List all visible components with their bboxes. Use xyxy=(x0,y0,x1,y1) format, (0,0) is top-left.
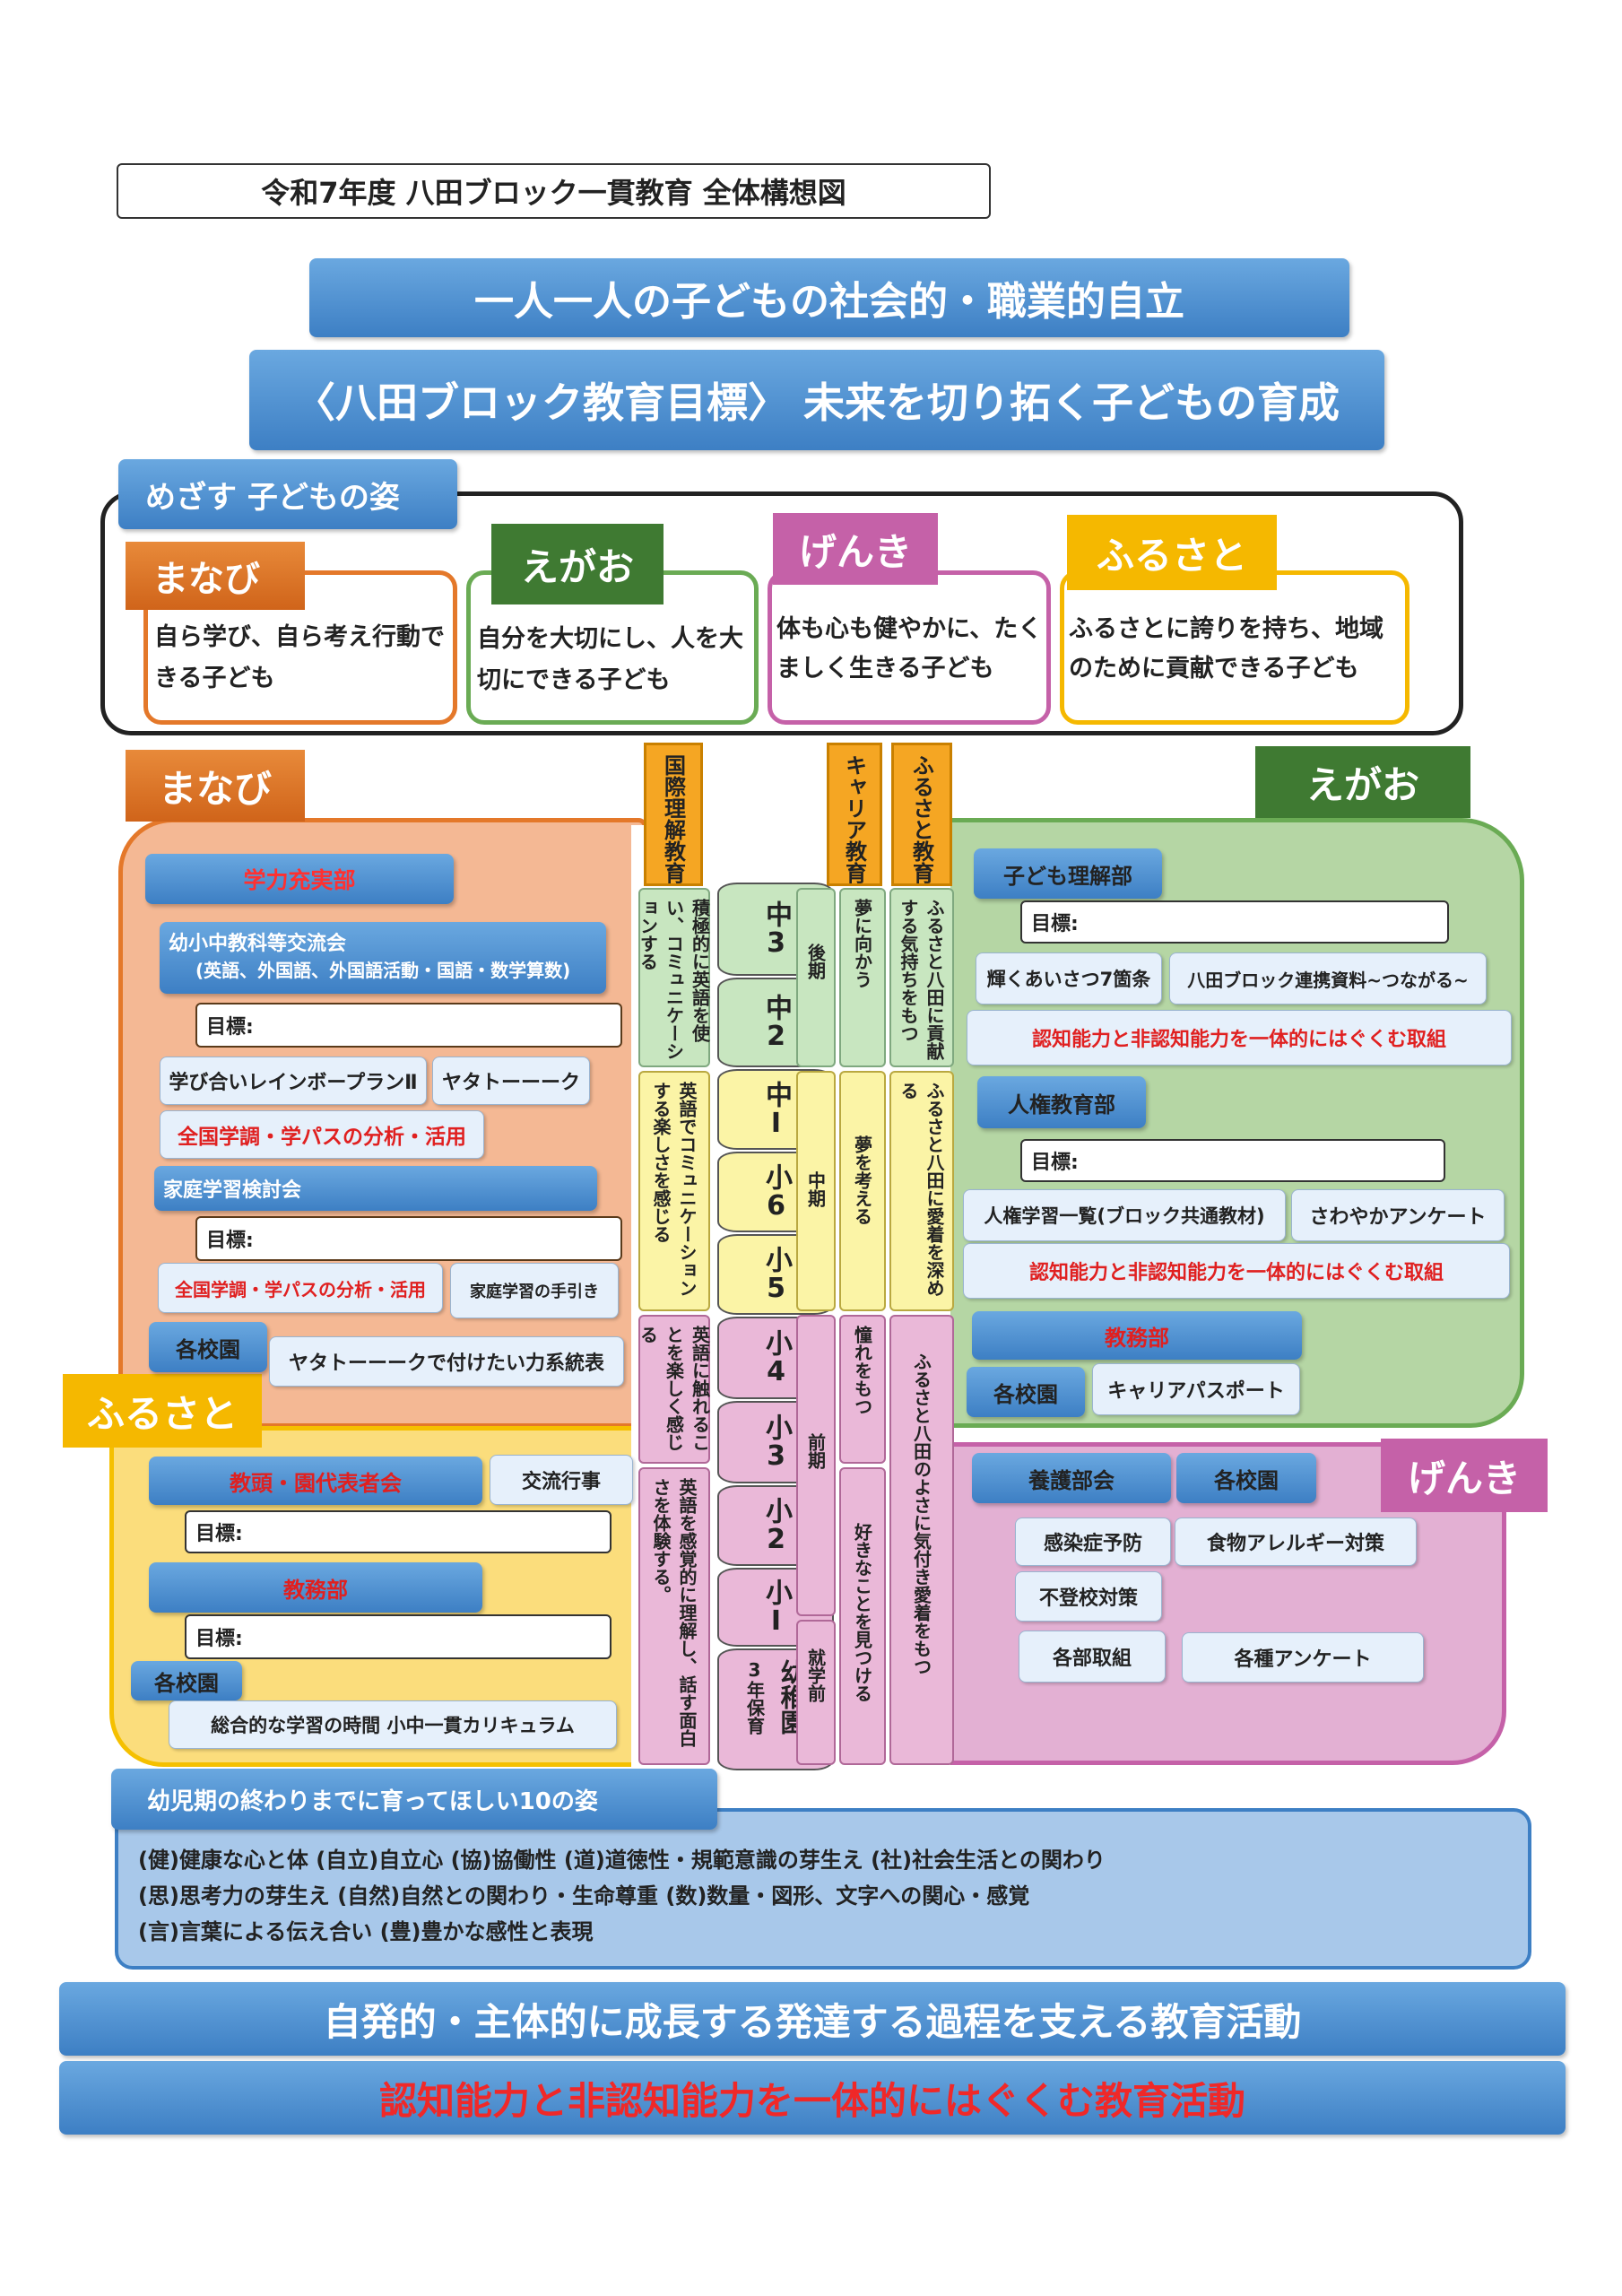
kokusai-cell-3: 英語に触れることを楽しく感じる xyxy=(638,1315,711,1464)
manabi-koryu-sub: (英語、外国語、外国語活動・国語・数学算数) xyxy=(195,960,571,981)
aim-tag-genki: げんき xyxy=(773,513,938,585)
period-preschool: 就学前 xyxy=(796,1620,836,1765)
furusato-cell-3: ふるさと八田のよさに気付き愛着をもつ xyxy=(889,1315,954,1765)
manabi-koryu: 幼小中教科等交流会 xyxy=(169,933,347,955)
manabi-goal-field[interactable]: 目標: xyxy=(195,1003,622,1048)
manabi-zenkoku: 全国学調・学パスの分析・活用 xyxy=(160,1110,484,1159)
manabi-yatato: ヤタトーーーク xyxy=(432,1057,590,1105)
genki-kakubu: 各部取組 xyxy=(1019,1631,1166,1683)
manabi-katei: 家庭学習検討会 xyxy=(154,1166,597,1211)
manabi-goal-field-2[interactable]: 目標: xyxy=(195,1216,622,1261)
manabi-koryu-box: 幼小中教科等交流会 (英語、外国語、外国語活動・国語・数学算数) xyxy=(160,922,606,994)
manabi-yatato-2: ヤタトーーークで付けたい力系統表 xyxy=(269,1336,624,1387)
genki-allergy: 食物アレルギー対策 xyxy=(1175,1518,1417,1566)
aims-label: めざす 子どもの姿 xyxy=(118,459,457,529)
genki-yogo: 養護部会 xyxy=(972,1453,1171,1503)
aims-frame xyxy=(100,491,1463,735)
footer-banner-2: 認知能力と非認知能力を一体的にはぐくむ教育活動 xyxy=(59,2061,1566,2135)
sugata-box: (健)健康な心と体 (自立)自立心 (協)協働性 (道)道徳性・規範意識の芽生え… xyxy=(115,1808,1531,1970)
footer-banner-1: 自発的・主体的に成長する発達する過程を支える教育活動 xyxy=(59,1982,1566,2056)
furusato-cell-2: ふるさと八田に愛着を深める xyxy=(889,1071,954,1311)
period-early: 前期 xyxy=(796,1315,836,1616)
egao-kodomo: 子ども理解部 xyxy=(974,848,1162,899)
furusato-kyomu: 教務部 xyxy=(149,1562,482,1613)
egao-renkei: 八田ブロック連携資料~つながる~ xyxy=(1169,952,1487,1004)
colhead-kokusai: 国際理解教育 xyxy=(644,743,703,886)
sugata-label: 幼児期の終わりまでに育ってほしい10の姿 xyxy=(111,1769,717,1830)
furusato-koryu-gyoji: 交流行事 xyxy=(490,1455,633,1505)
egao-goal-field[interactable]: 目標: xyxy=(1020,900,1449,944)
career-cell-2: 夢を考える xyxy=(839,1071,886,1311)
aim-text-genki: 体も心も健やかに、たくましく生きる子ども xyxy=(776,615,1043,683)
genki-kansen: 感染症予防 xyxy=(1015,1518,1171,1566)
egao-jinken-ichiran: 人権学習一覧(ブロック共通教材) xyxy=(963,1189,1286,1241)
egao-kyomu: 教務部 xyxy=(972,1311,1302,1360)
aim-text-manabi: 自ら学び、自ら考え行動できる子ども xyxy=(154,623,445,692)
egao-ninchi: 認知能力と非認知能力を一体的にはぐくむ取組 xyxy=(967,1010,1512,1065)
furusato-cell-1: ふるさと八田に貢献する気持ちをもつ xyxy=(889,888,954,1067)
banner-goal: 〈八田ブロック教育目標〉 未来を切り拓く子どもの育成 xyxy=(249,350,1384,450)
furusato-kakuen: 各校園 xyxy=(131,1661,242,1700)
period-late: 後期 xyxy=(796,888,836,1067)
egao-jinken: 人権教育部 xyxy=(977,1076,1146,1128)
egao-goal-field-2[interactable]: 目標: xyxy=(1020,1139,1445,1182)
period-middle: 中期 xyxy=(796,1071,836,1311)
manabi-zenkoku-2: 全国学調・学パスの分析・活用 xyxy=(158,1263,443,1313)
genki-anketo: 各種アンケート xyxy=(1182,1632,1424,1683)
sugata-line-1: (健)健康な心と体 (自立)自立心 (協)協働性 (道)道徳性・規範意識の芽生え… xyxy=(138,1848,1106,1873)
career-cell-3: 憧れをもつ xyxy=(839,1315,886,1464)
manabi-gakuryoku: 学力充実部 xyxy=(145,854,454,904)
kokusai-cell-1: 積極的に英語を使い、コミュニケーションする xyxy=(638,888,711,1067)
colhead-career: キャリア教育 xyxy=(827,743,882,886)
aim-tag-egao: えがお xyxy=(491,524,664,604)
egao-aisatsu: 輝くあいさつ7箇条 xyxy=(976,952,1162,1004)
egao-sawayaka: さわやかアンケート xyxy=(1291,1189,1505,1241)
kokusai-cell-4: 英語を感覚的に理解し、話す面白さを体験する。 xyxy=(638,1467,710,1765)
aim-tag-furusato: ふるさと xyxy=(1067,515,1277,590)
genki-kakuen: 各校園 xyxy=(1176,1453,1316,1503)
aim-tag-manabi: まなび xyxy=(126,542,305,610)
kokusai-cell-2: 英語でコミュニケーションする楽しさを感じる xyxy=(638,1071,710,1311)
sugata-line-3: (言)言葉による伝え合い (豊)豊かな感性と表現 xyxy=(138,1919,594,1944)
career-cell-1: 夢に向かう xyxy=(839,888,886,1067)
furusato-goal-field-2[interactable]: 目標: xyxy=(185,1614,612,1659)
egao-ninchi-2: 認知能力と非認知能力を一体的にはぐくむ取組 xyxy=(963,1243,1510,1299)
label-manabi: まなび xyxy=(126,750,305,822)
aim-text-furusato: ふるさとに誇りを持ち、地域のために貢献できる子ども xyxy=(1069,615,1383,683)
furusato-sogo: 総合的な学習の時間 小中一貫カリキュラム xyxy=(169,1700,617,1749)
furusato-kyoto: 教頭・園代表者会 xyxy=(149,1457,482,1505)
career-cell-4: 好きなことを見つける xyxy=(839,1467,886,1765)
aim-text-egao: 自分を大切にし、人を大切にできる子ども xyxy=(477,625,743,694)
label-egao: えがお xyxy=(1255,746,1470,818)
egao-kakuen: 各校園 xyxy=(967,1367,1085,1417)
label-furusato: ふるさと xyxy=(63,1374,262,1448)
manabi-rainbow: 学び合いレインボープランⅡ xyxy=(160,1057,427,1105)
manabi-kakuen: 各校園 xyxy=(149,1322,267,1372)
manabi-katei-tebiki: 家庭学習の手引き xyxy=(450,1263,619,1318)
banner-vision: 一人一人の子どもの社会的・職業的自立 xyxy=(309,258,1349,337)
egao-career-pass: キャリアパスポート xyxy=(1092,1363,1300,1415)
colhead-furusato: ふるさと教育 xyxy=(891,743,952,886)
sugata-line-2: (思)思考力の芽生え (自然)自然との関わり・生命尊重 (数)数量・図形、文字へ… xyxy=(138,1883,1030,1909)
page-title: 令和7年度 八田ブロック一貫教育 全体構想図 xyxy=(117,163,991,219)
genki-futoko: 不登校対策 xyxy=(1015,1571,1162,1622)
furusato-goal-field[interactable]: 目標: xyxy=(185,1510,612,1553)
label-genki: げんき xyxy=(1381,1439,1548,1512)
stage-3year-label: 3年保育 xyxy=(743,1659,766,1735)
